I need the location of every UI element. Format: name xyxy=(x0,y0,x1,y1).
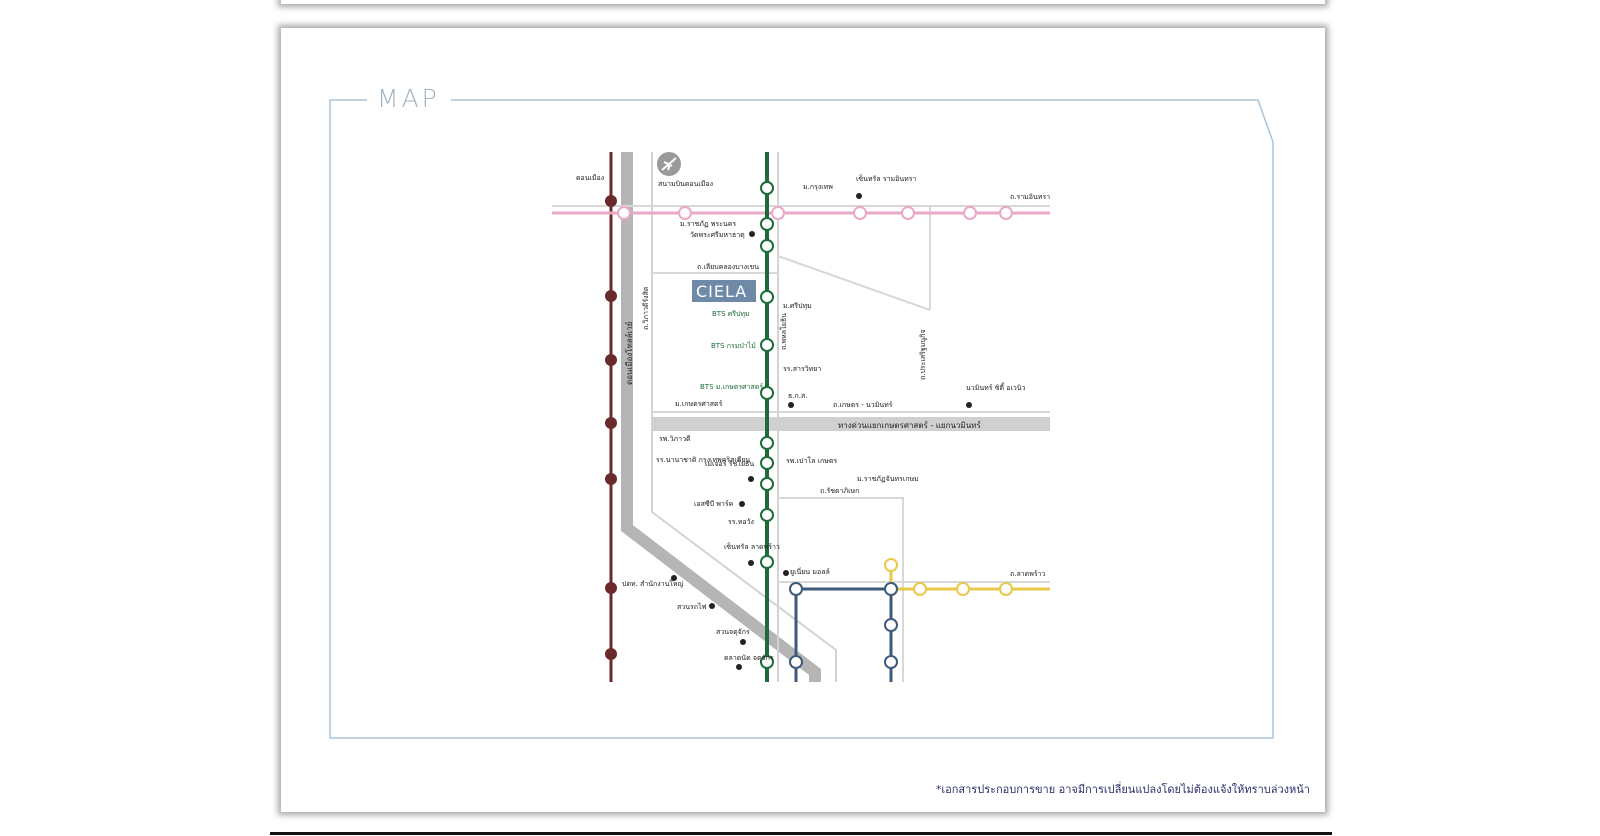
label-paolo: รพ.เปาโล เกษตร xyxy=(786,456,837,465)
donmueang-tollway xyxy=(621,152,821,682)
label-khlong: ถ.เลียบคลองบางเขน xyxy=(697,263,759,271)
disclaimer-text: *เอกสารประกอบการขาย อาจมีการเปลี่ยนแปลงโ… xyxy=(935,783,1310,796)
label-wat: วัดพระศรีมหาธาตุ xyxy=(690,231,745,239)
label-rangsit: ม.กรุงเทพ xyxy=(803,183,833,191)
label-bts-krompamai: BTS กรมป่าไม้ xyxy=(711,341,756,350)
label-rajabhat-phranakhon: ม.ราชภัฏ พระนคร xyxy=(680,220,736,228)
kasetsart-expressway xyxy=(652,417,1050,431)
label-airport: สนามบินดอนเมือง xyxy=(658,180,713,188)
diagonal-road xyxy=(777,255,931,311)
ciela-logo-box xyxy=(692,280,756,302)
label-vibhavadi-hospital: รพ.วิภาวดี xyxy=(659,435,691,443)
map-frame xyxy=(329,99,1274,739)
label-chatuchak-park: สวนจตุจักร xyxy=(716,628,750,636)
label-ratchada: ถ.รัชดาภิเษก xyxy=(820,487,859,495)
previous-page-card xyxy=(281,0,1325,4)
label-don-mueang-station: ดอนเมือง xyxy=(576,174,604,182)
ciela-logo: CIELA xyxy=(696,282,747,301)
label-bts-sripatum: BTS ศรีปทุม xyxy=(712,310,750,318)
label-sarawittaya: รร.สารวิทยา xyxy=(783,365,821,373)
label-tollway: ดอนเมืองโทลล์เวย์ xyxy=(624,322,634,385)
label-central-ramindra: เซ็นทรัล รามอินทรา xyxy=(856,174,916,183)
label-rajabhat-chandrakasem: ม.ราชภัฏจันทรเกษม xyxy=(857,475,919,483)
map-title: MAP xyxy=(377,84,440,113)
label-chatuchak-market: ตลาดนัด จตุจักร xyxy=(724,654,774,662)
ratchada-road xyxy=(778,497,904,682)
label-ladprao: ถ.ลาดพร้าว xyxy=(1010,570,1046,578)
label-phaholyothin: ถ.พหลโยธิน xyxy=(779,313,788,350)
vibhavadi-road xyxy=(651,152,837,682)
label-union-mall: ยูเนี่ยน มอลล์ xyxy=(790,567,830,576)
label-gpo: ธ.ก.ส. xyxy=(788,392,807,400)
mrt-blue-line xyxy=(794,587,893,682)
airport-icon xyxy=(657,152,681,176)
label-ramindra: ถ.รามอินทรา xyxy=(1010,193,1050,201)
label-kasetsart-univ: ม.เกษตรศาสตร์ xyxy=(675,400,723,408)
label-nawamin-city: นวมินทร์ ซิตี้ อเวนิว xyxy=(966,381,1026,392)
label-sc-park: เอสซีบี พาร์ค xyxy=(694,500,734,508)
label-expressway: ทางด่วนแยกเกษตรศาสตร์ - แยกนวมินทร์ xyxy=(838,420,981,430)
label-vibhavadi: ถ.วิภาวดีรังสิต xyxy=(642,286,650,330)
label-kaset-nawamin: ถ.เกษตร - นวมินทร์ xyxy=(833,401,893,409)
label-saint-john: รร.หอวัง xyxy=(728,518,754,526)
label-sripatum-univ: ม.ศรีปทุม xyxy=(783,302,812,310)
bottom-divider xyxy=(270,832,1332,835)
label-central-ladprao: เซ็นทรัล ลาดพร้าว xyxy=(724,542,780,551)
label-bts-kasetsart: BTS ม.เกษตรศาสตร์ xyxy=(700,383,763,391)
label-rotfai: สวนรถไฟ xyxy=(677,602,707,611)
label-major: เมเจอร์ รัชโยธิน xyxy=(705,459,754,468)
label-prasert: ถ.ประเสริฐมนูกิจ xyxy=(919,330,927,380)
label-ptt: ปตท. สำนักงานใหญ่ xyxy=(622,579,683,588)
label-christian: รร.นานาชาติ กรุงเทพคริสเตียน xyxy=(656,456,750,464)
